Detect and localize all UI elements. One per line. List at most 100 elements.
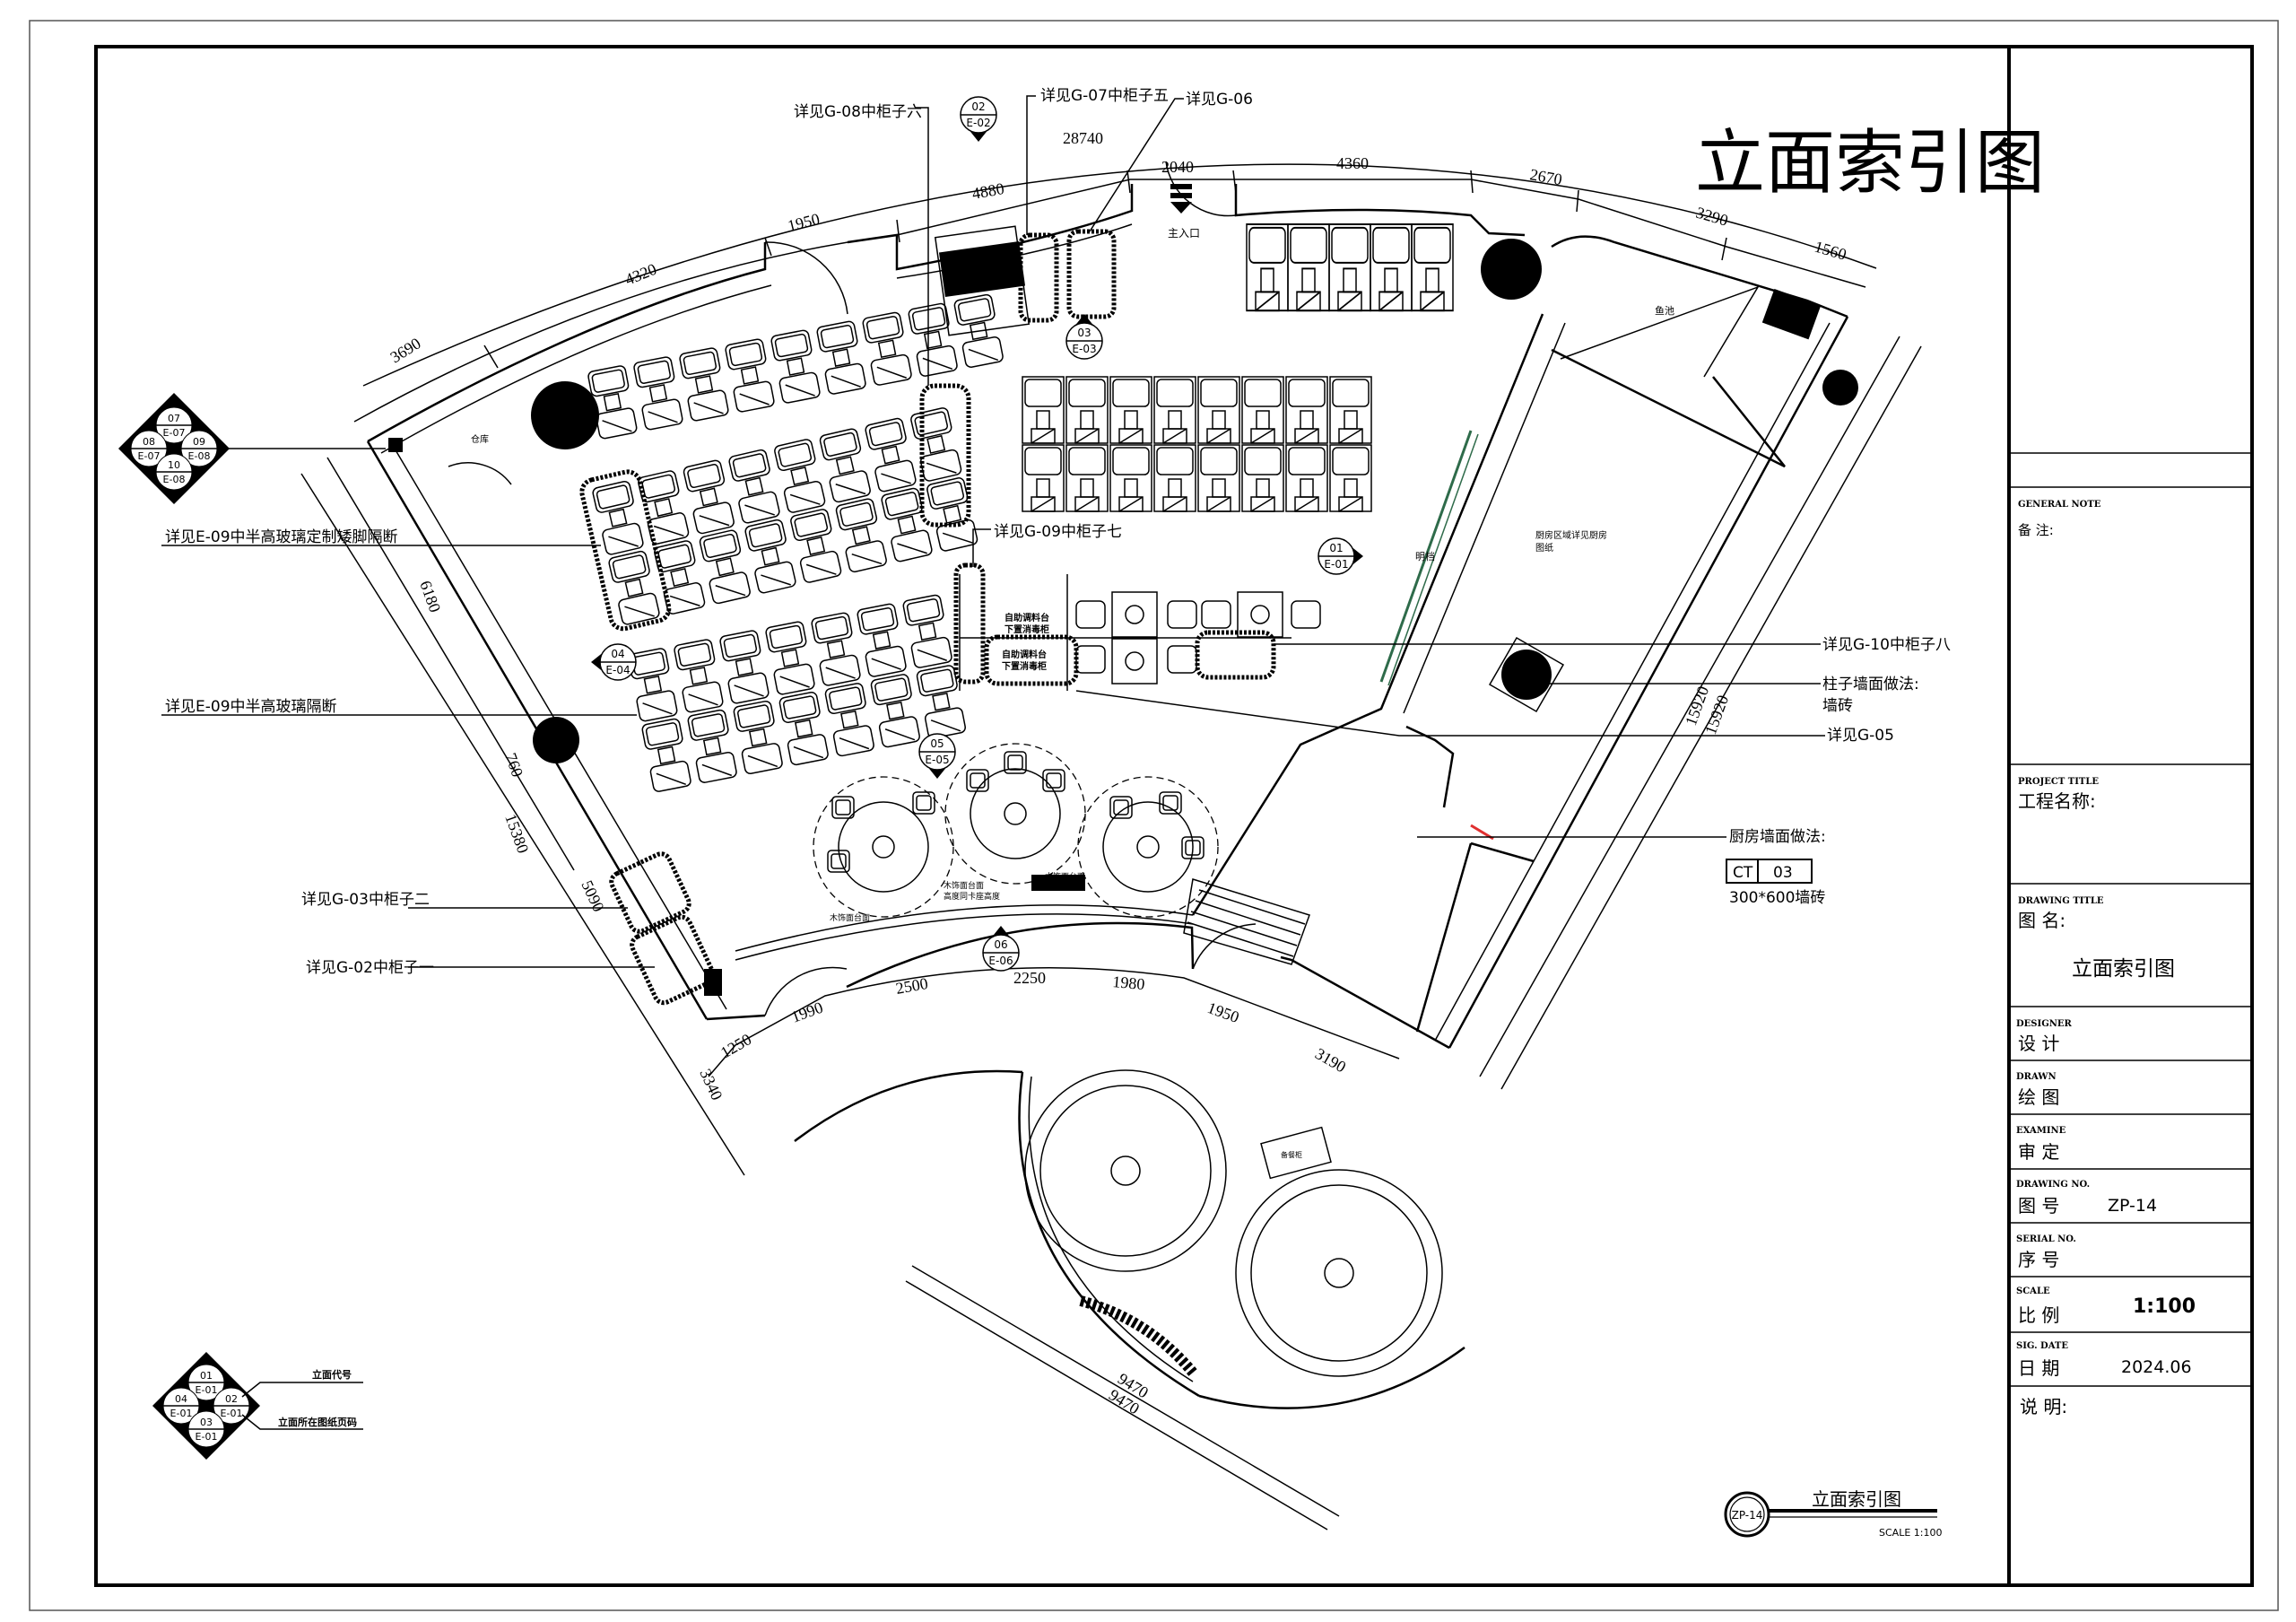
dim-left-5: 3340 (696, 1066, 726, 1103)
callout-leaders (161, 95, 1825, 968)
svg-text:07: 07 (168, 413, 180, 424)
svg-text:E-04: E-04 (605, 664, 630, 676)
svg-text:04: 04 (175, 1393, 187, 1405)
dim-bottom-1: 1250 (718, 1030, 754, 1061)
designer-label-en: DESIGNER (2016, 1019, 2072, 1029)
date-value: 2024.06 (2121, 1357, 2192, 1377)
callout-g07: 详见G-07中柜子五 (1040, 87, 1169, 105)
material-description: 300*600墙砖 (1729, 889, 1825, 907)
svg-text:E-01: E-01 (221, 1408, 243, 1419)
booth-rows-b-c (579, 406, 979, 632)
index-legend: 01 E-01 02 E-01 03 E-01 04 E-01 立面代号 立面所… (152, 1352, 363, 1460)
label-fish-pond: 鱼池 (1655, 304, 1674, 317)
date-label-en: SIG. DATE (2016, 1341, 2068, 1351)
scale-label-en: SCALE (2016, 1286, 2050, 1296)
svg-text:06: 06 (994, 938, 1007, 951)
svg-text:02: 02 (225, 1393, 238, 1405)
label-kitchen-note-2: 图纸 (1535, 542, 1553, 554)
material-number: 03 (1773, 864, 1793, 882)
svg-text:E-05: E-05 (925, 754, 949, 766)
svg-text:04: 04 (611, 648, 624, 660)
svg-text:E-01: E-01 (1324, 558, 1348, 571)
dim-bottom-7: 3190 (1312, 1044, 1349, 1076)
date-label: 日 期 (2018, 1357, 2059, 1379)
material-tag: CT 03 (1726, 859, 1813, 884)
round-tables (813, 743, 1219, 918)
stamp-sheet: ZP-14 (1732, 1509, 1763, 1522)
callout-e09-low-partition: 详见E-09中半高玻璃定制矮脚隔断 (165, 528, 398, 546)
svg-text:E-03: E-03 (1072, 343, 1096, 355)
legend-code-label: 立面代号 (312, 1368, 352, 1381)
cabinet-five-highlight (1018, 232, 1059, 323)
svg-text:05: 05 (930, 737, 944, 750)
project-title-label: 工程名称: (2018, 790, 2096, 812)
svg-text:03: 03 (1077, 327, 1091, 339)
label-sauce-station-1: 自助调料台 (1004, 612, 1049, 624)
drawing-no-label: 图 号 (2018, 1195, 2059, 1216)
drawing-no-value: ZP-14 (2108, 1196, 2157, 1216)
label-entrance: 主入口 (1168, 227, 1200, 240)
title-stamp: ZP-14 立面索引图 SCALE 1:100 (1724, 1488, 1942, 1539)
svg-text:E-07: E-07 (163, 427, 186, 439)
callout-g03: 详见G-03中柜子二 (301, 891, 430, 909)
label-sideboard: 备餐柜 (1281, 1150, 1302, 1159)
svg-text:E-08: E-08 (188, 450, 211, 462)
dim-bottom-4: 2250 (1013, 969, 1046, 987)
building-walls (366, 161, 1849, 1050)
legend-page-label: 立面所在图纸页码 (278, 1416, 357, 1428)
left-cabinets (388, 438, 722, 1006)
drawing-title: 立面索引图 (1695, 123, 2045, 204)
drawing-no-label-en: DRAWING NO. (2016, 1180, 2090, 1190)
label-sauce-station-1-sub: 下置消毒柜 (1004, 624, 1049, 635)
scale-value: 1:100 (2133, 1295, 2196, 1318)
index-mark-02: 02 E-02 (960, 96, 997, 142)
project-title-label-en: PROJECT TITLE (2018, 777, 2099, 787)
svg-text:03: 03 (200, 1417, 213, 1428)
callout-g09: 详见G-09中柜子七 (994, 523, 1122, 541)
dim-left-4: 5090 (578, 877, 607, 914)
index-mark-06: 06 E-06 (982, 926, 1020, 972)
booth-grid-center (1022, 376, 1372, 512)
drawing-title-label: 图 名: (2018, 910, 2066, 931)
label-open-kitchen: 明档 (1415, 550, 1435, 562)
dim-top-3: 1950 (786, 210, 822, 235)
stamp-title: 立面索引图 (1812, 1488, 1901, 1510)
structural-columns (531, 239, 1858, 763)
svg-text:E-01: E-01 (196, 1431, 218, 1443)
svg-text:09: 09 (193, 436, 205, 448)
side-dimension-lines (300, 336, 1922, 1176)
label-wood-top-3-sub: 高度同卡座高度 (944, 891, 1000, 902)
scale-label: 比 例 (2018, 1304, 2059, 1326)
callout-g08: 详见G-08中柜子六 (794, 103, 922, 121)
dim-top-9: 1560 (1813, 238, 1848, 264)
serial-no-label-en: SERIAL NO. (2016, 1234, 2076, 1244)
label-storage: 仓库 (471, 433, 489, 445)
index-mark-05: 05 E-05 (918, 733, 956, 779)
drawing-title-label-en: DRAWING TITLE (2018, 896, 2104, 906)
svg-text:E-08: E-08 (163, 474, 186, 485)
callout-g02: 详见G-02中柜子一 (306, 959, 434, 977)
dim-top-8: 3290 (1694, 204, 1730, 230)
dim-left-1: 6180 (416, 579, 444, 615)
lower-dining-area (794, 1069, 1465, 1530)
dim-top-7: 2670 (1528, 165, 1563, 188)
dim-left-3: 15380 (501, 812, 532, 856)
svg-text:E-01: E-01 (170, 1408, 193, 1419)
svg-text:10: 10 (168, 459, 180, 471)
dim-top-6: 4360 (1336, 154, 1369, 172)
index-mark-01: 01 E-01 (1318, 537, 1363, 575)
serial-no-label: 序 号 (2018, 1249, 2059, 1270)
inner-frame (94, 45, 2254, 1587)
dim-top-4: 4880 (970, 179, 1005, 203)
dim-bottom-3: 2500 (894, 974, 929, 998)
booth-row-a (587, 292, 1004, 440)
dim-left-2: 760 (501, 751, 526, 780)
callout-column-finish-material: 墙砖 (1822, 697, 1853, 715)
stamp-scale: SCALE 1:100 (1879, 1527, 1942, 1539)
dim-bottom-5: 1980 (1112, 972, 1146, 993)
title-block: GENERAL NOTE 备 注: PROJECT TITLE 工程名称: DR… (2009, 452, 2252, 1417)
booth-row-top-right (1246, 223, 1454, 312)
designer-label: 设 计 (2018, 1033, 2059, 1054)
index-mark-03: 03 E-03 (1065, 314, 1103, 360)
dim-top-2: 4320 (622, 260, 659, 289)
